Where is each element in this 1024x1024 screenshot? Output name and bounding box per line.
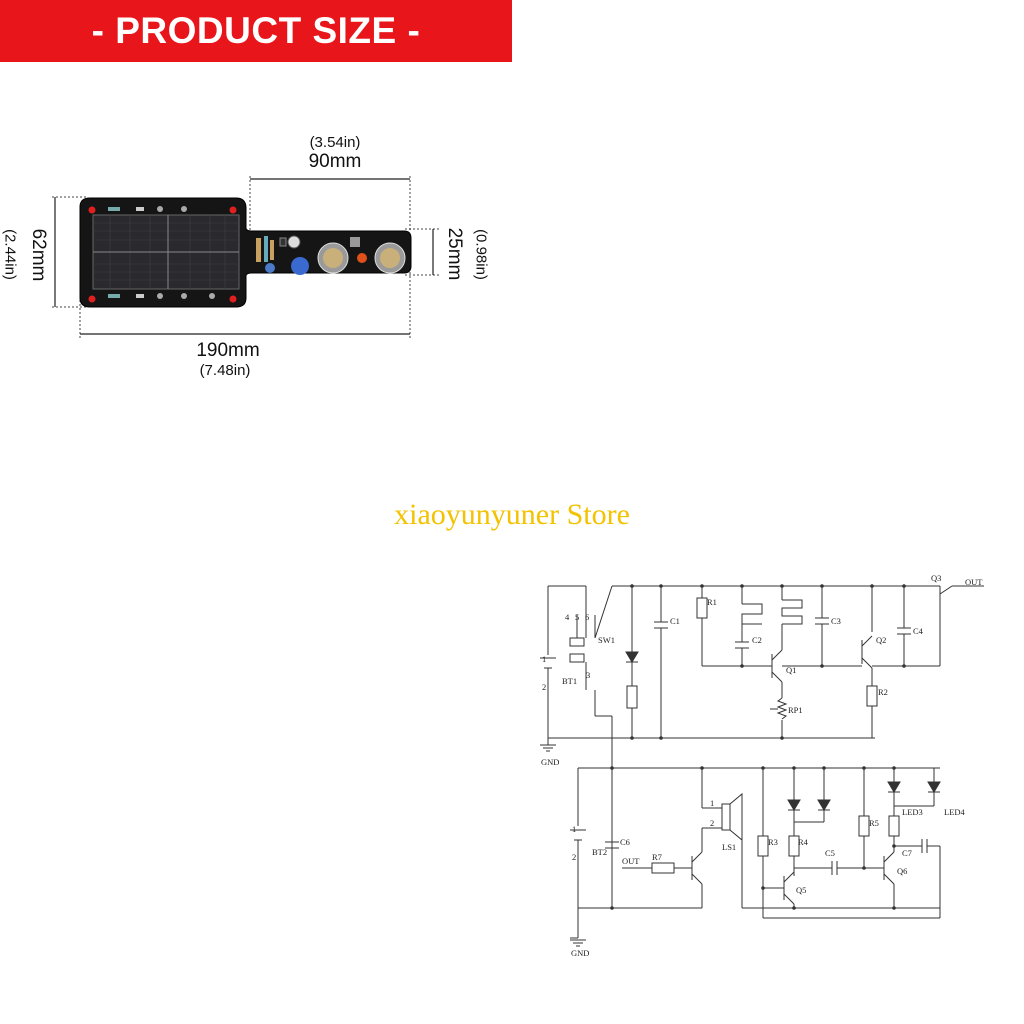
label-ls-pin2: 2 bbox=[710, 818, 714, 828]
label-c5: C5 bbox=[825, 848, 835, 858]
label-bt2: BT2 bbox=[592, 847, 607, 857]
label-led4: LED4 bbox=[944, 807, 966, 817]
label-rp1: RP1 bbox=[788, 705, 803, 715]
label-bt1-pin1: 1 bbox=[542, 654, 546, 664]
label-q6: Q6 bbox=[897, 866, 907, 876]
label-r4: R4 bbox=[798, 837, 809, 847]
label-gnd-top: GND bbox=[541, 757, 559, 767]
label-led3: LED3 bbox=[902, 807, 923, 817]
label-r2: R2 bbox=[878, 687, 888, 697]
dim-top-in: (3.54in) bbox=[309, 134, 361, 151]
label-r7: R7 bbox=[652, 852, 662, 862]
label-out-top: OUT bbox=[965, 577, 983, 587]
label-ls-pin1: 1 bbox=[710, 798, 714, 808]
dim-bottom-in: (7.48in) bbox=[199, 362, 251, 379]
label-q5: Q5 bbox=[796, 885, 806, 895]
label-q2: Q2 bbox=[876, 635, 886, 645]
label-c1: C1 bbox=[670, 616, 680, 626]
label-pin3: 3 bbox=[586, 670, 590, 680]
label-out-bot: OUT bbox=[622, 856, 640, 866]
label-pin4: 4 bbox=[565, 612, 570, 622]
label-q3: Q3 bbox=[931, 573, 941, 583]
label-bt2-pin1: 1 bbox=[572, 824, 576, 834]
store-name: xiaoyunyuner Store bbox=[394, 498, 630, 531]
label-pin5: 5 bbox=[575, 612, 579, 622]
label-r1: R1 bbox=[707, 597, 717, 607]
label-q1: Q1 bbox=[786, 665, 796, 675]
label-pin6: 6 bbox=[585, 612, 589, 622]
label-bt2-pin2: 2 bbox=[572, 852, 576, 862]
label-c7: C7 bbox=[902, 848, 912, 858]
label-r3: R3 bbox=[768, 837, 778, 847]
label-gnd-bot: GND bbox=[571, 948, 589, 958]
banner bbox=[0, 0, 512, 62]
label-c6: C6 bbox=[620, 837, 630, 847]
label-sw1: SW1 bbox=[598, 635, 615, 645]
banner-title: - PRODUCT SIZE - bbox=[91, 10, 421, 51]
label-c4: C4 bbox=[913, 626, 924, 636]
label-bt1-pin2: 2 bbox=[542, 682, 546, 692]
label-r5: R5 bbox=[869, 818, 879, 828]
dim-top-mm: 90mm bbox=[308, 151, 362, 172]
dim-bottom-mm: 190mm bbox=[196, 340, 260, 361]
label-ls1: LS1 bbox=[722, 842, 736, 852]
label-c2: C2 bbox=[752, 635, 762, 645]
label-c3: C3 bbox=[831, 616, 841, 626]
label-bt1: BT1 bbox=[562, 676, 577, 686]
